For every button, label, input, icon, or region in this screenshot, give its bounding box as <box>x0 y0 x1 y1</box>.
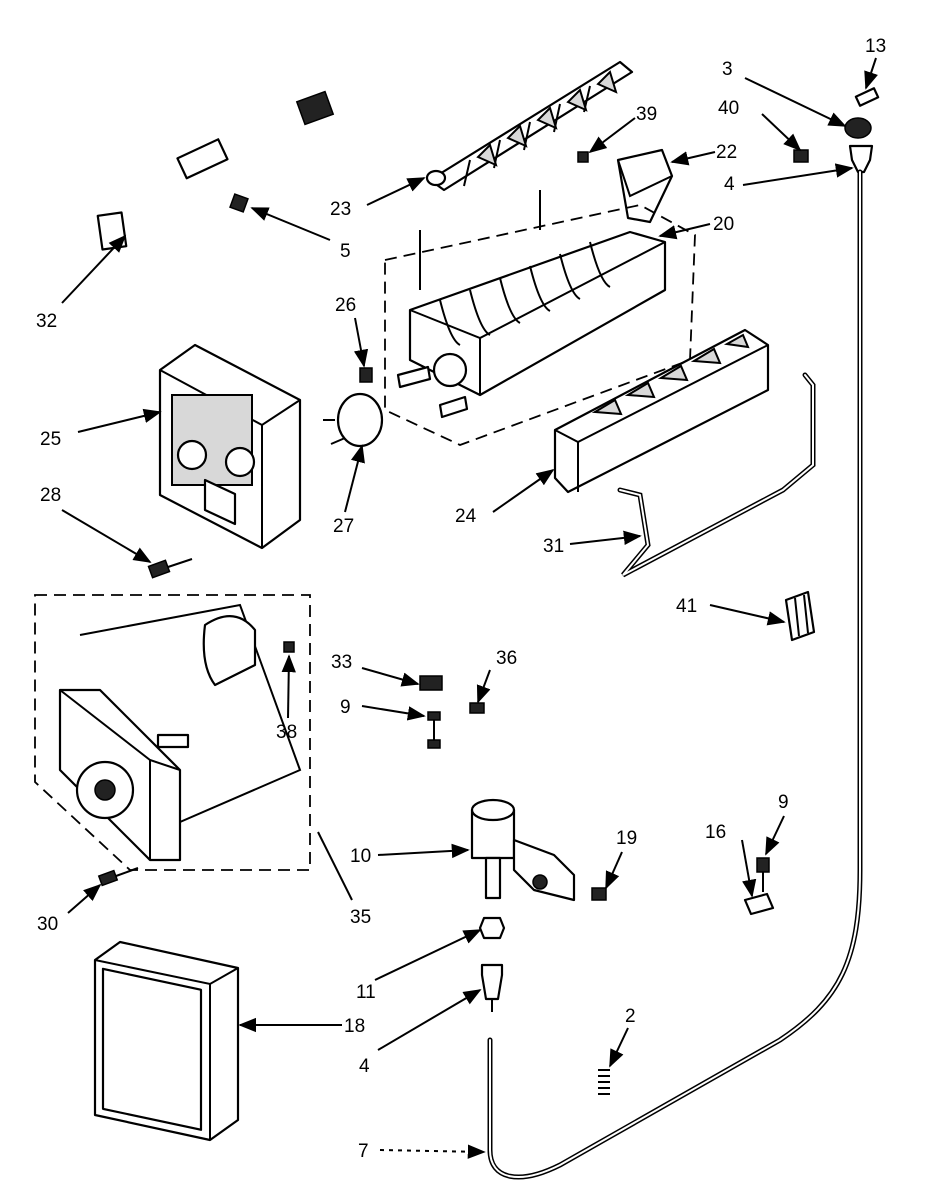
label-23: 23 <box>330 199 351 220</box>
cover-box-part <box>93 940 240 1142</box>
harness-clip-part <box>229 193 249 213</box>
front-cover-part <box>553 328 770 494</box>
label-10: 10 <box>350 846 371 867</box>
label-24: 24 <box>455 506 477 527</box>
label-33: 33 <box>331 652 352 673</box>
label-41: 41 <box>676 596 697 617</box>
screw-38-part <box>283 641 295 653</box>
label-36: 36 <box>496 648 517 669</box>
label-30: 30 <box>37 914 58 935</box>
label-9b: 9 <box>778 792 789 813</box>
label-40: 40 <box>718 98 739 119</box>
label-31: 31 <box>543 536 564 557</box>
screw-40-part <box>793 149 809 163</box>
nut-11-part <box>478 916 506 940</box>
label-27: 27 <box>333 516 354 537</box>
module-assembly-part <box>34 594 311 871</box>
label-39: 39 <box>636 104 657 125</box>
bracket-33-part <box>419 675 443 691</box>
shutoff-arm-part <box>617 372 816 578</box>
ice-mold-part <box>384 190 696 446</box>
motor-part <box>323 367 384 448</box>
control-housing-part <box>158 343 302 550</box>
label-3: 3 <box>722 59 733 80</box>
screw-9a-part <box>427 711 441 749</box>
fitting-lower-part <box>480 963 504 1012</box>
fill-cup-part <box>616 148 674 224</box>
tube-clip-41-part <box>784 590 816 642</box>
label-7: 7 <box>358 1141 369 1162</box>
label-5: 5 <box>340 241 351 262</box>
spring-part <box>598 1069 610 1095</box>
water-tube-part <box>487 169 863 1180</box>
label-16: 16 <box>705 822 726 843</box>
part-number-labels: 13 3 40 39 22 4 23 20 5 32 26 25 28 27 2… <box>36 36 886 1162</box>
label-22: 22 <box>716 142 737 163</box>
clamp-16-part <box>743 892 775 916</box>
label-2: 2 <box>625 1006 636 1027</box>
label-26: 26 <box>335 295 356 316</box>
label-19: 19 <box>616 828 637 849</box>
screw-30-part <box>97 867 139 887</box>
label-18: 18 <box>344 1016 365 1037</box>
label-35: 35 <box>350 907 371 928</box>
nut-3-part <box>844 117 872 139</box>
screw-36-part <box>469 702 485 714</box>
screw-9b-part <box>756 857 770 892</box>
label-25: 25 <box>40 429 61 450</box>
screw-28-part <box>147 558 193 579</box>
label-4b: 4 <box>359 1056 370 1077</box>
label-28: 28 <box>40 485 61 506</box>
screw-19-part <box>591 887 607 901</box>
wire-harness-part <box>96 90 335 251</box>
label-32: 32 <box>36 311 57 332</box>
label-4a: 4 <box>724 174 735 195</box>
leader-lines <box>61 57 878 1159</box>
water-valve-part <box>470 798 576 902</box>
fitting-upper-part <box>848 144 874 174</box>
insert-13-part <box>854 87 880 107</box>
label-9a: 9 <box>340 697 351 718</box>
label-13: 13 <box>865 36 886 57</box>
label-11: 11 <box>356 982 376 1003</box>
label-38: 38 <box>276 722 297 743</box>
label-20: 20 <box>713 214 734 235</box>
ejector-blade-part <box>425 60 634 192</box>
